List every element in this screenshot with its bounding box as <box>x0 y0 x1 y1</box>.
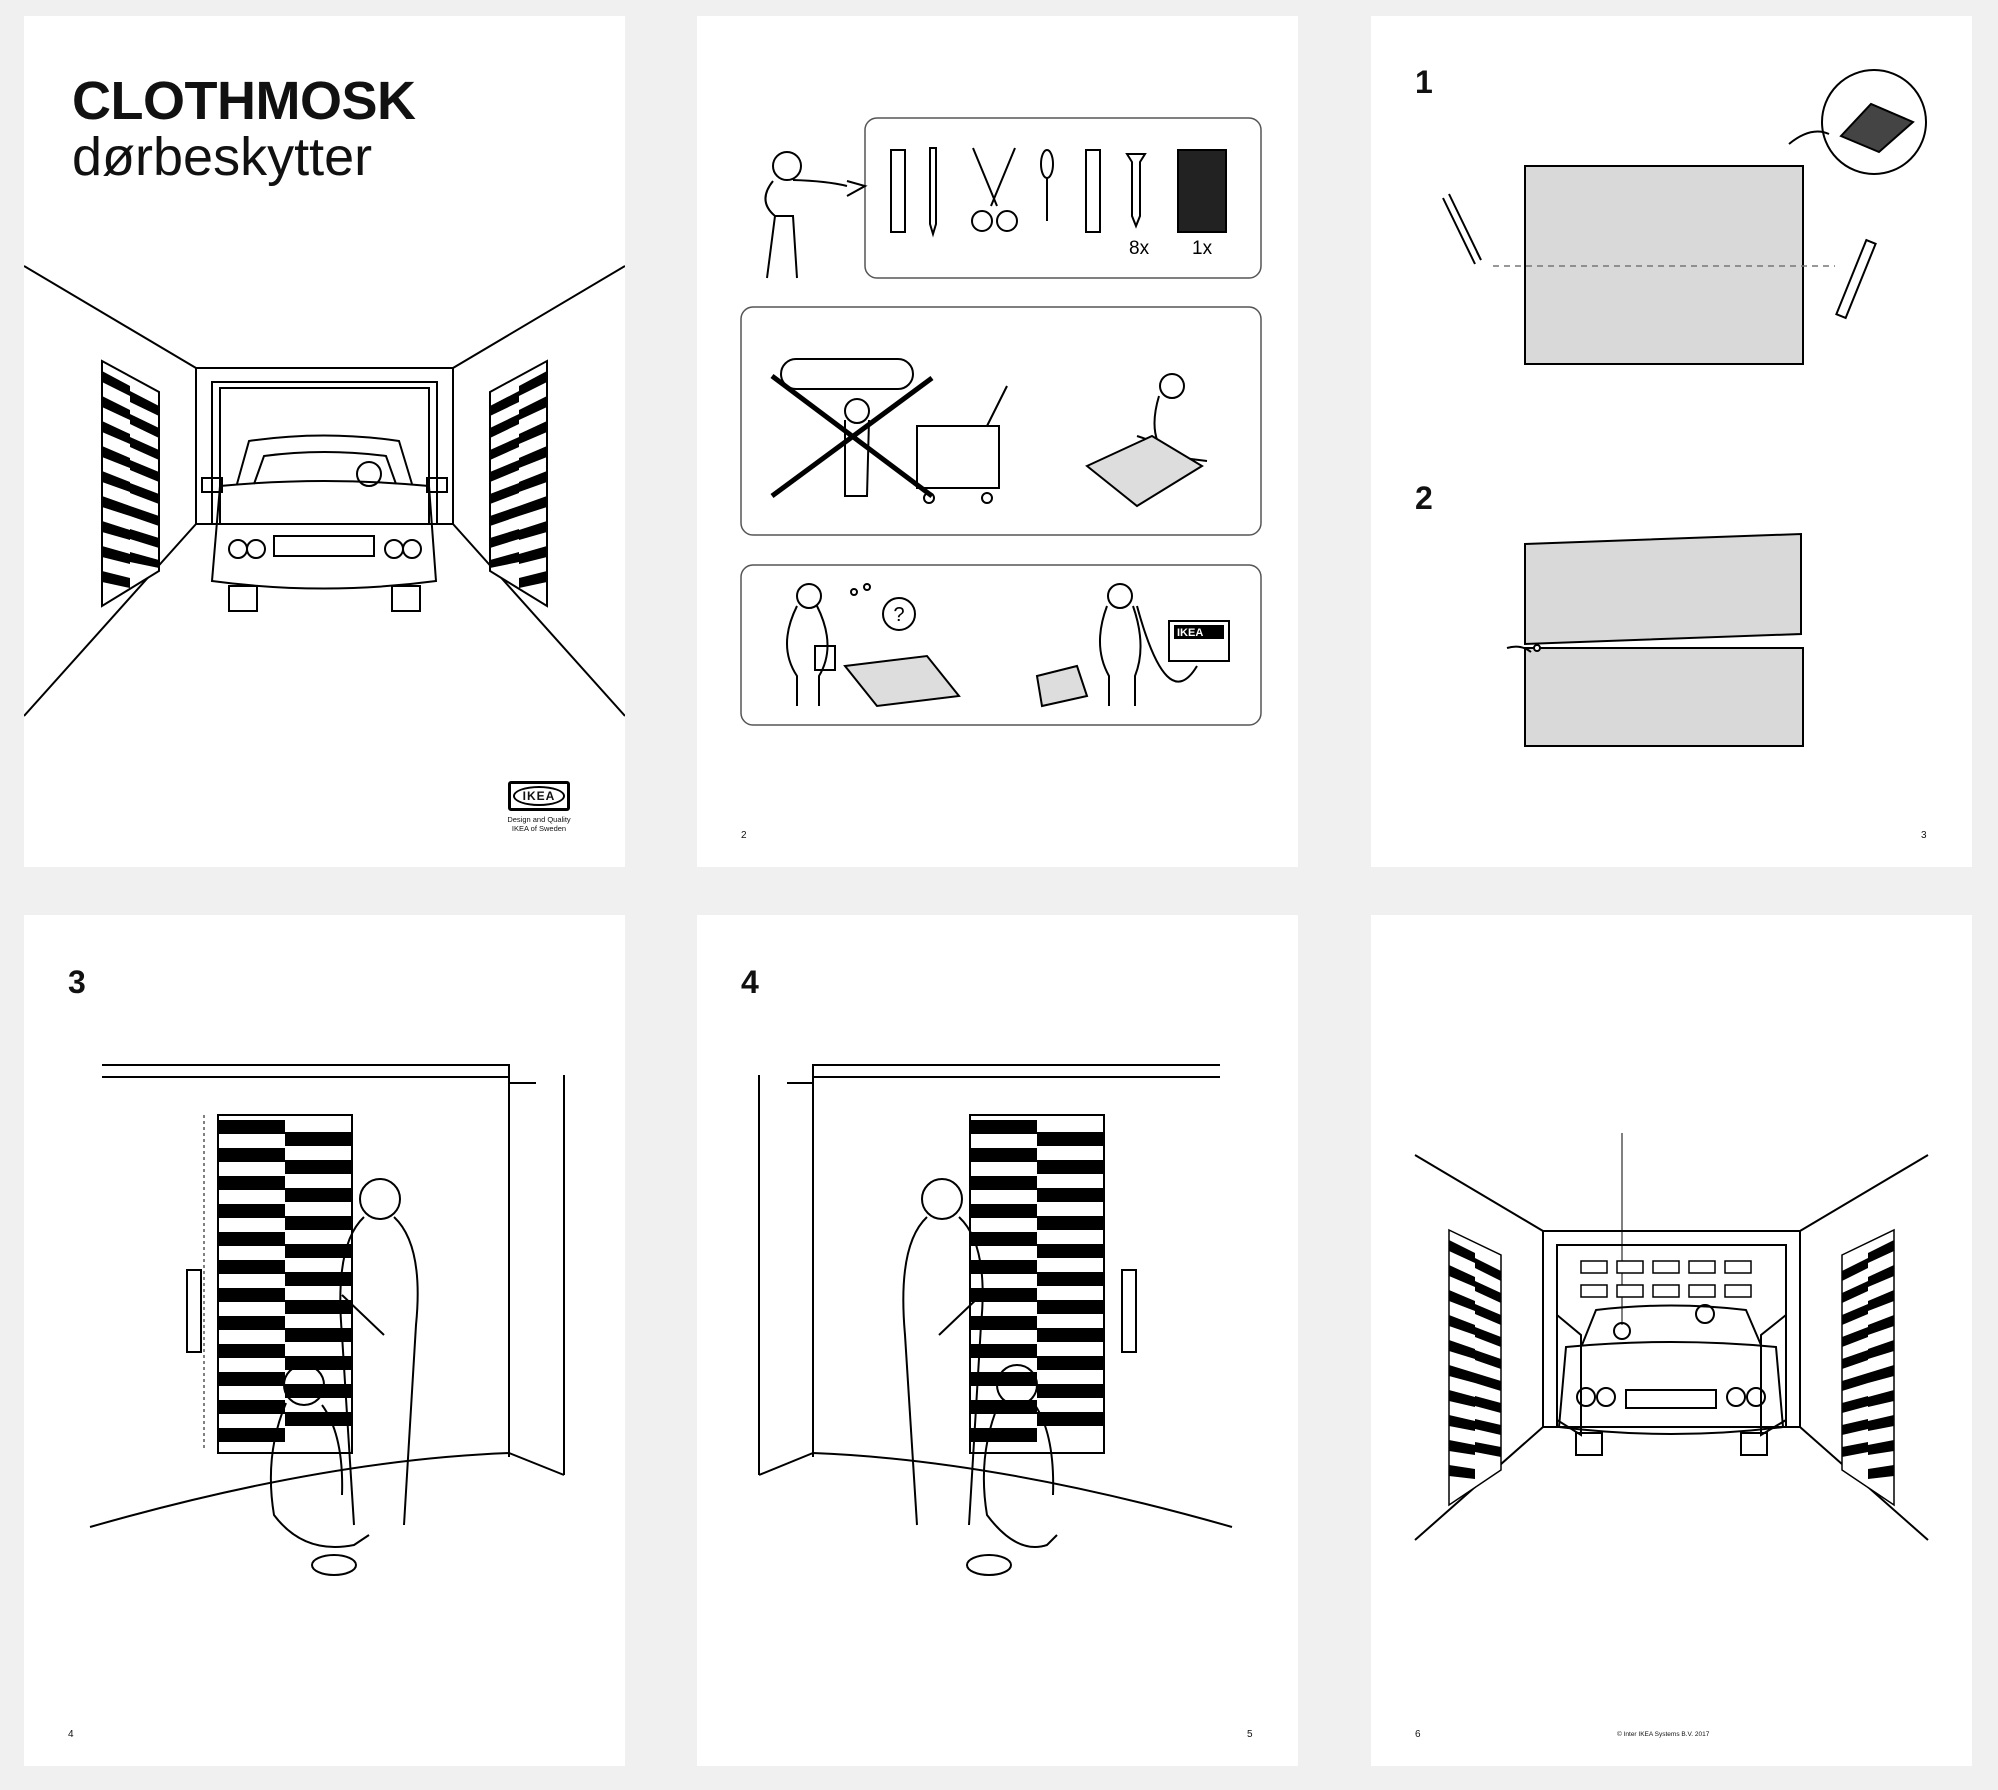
logo-tagline: Design and Quality IKEA of Sweden <box>494 815 584 834</box>
logo-mark: IKEA <box>507 781 571 811</box>
install-right-illustration <box>758 1064 1233 1576</box>
final-page: 6 © Inter IKEA Systems B.V. 2017 <box>1371 915 1972 1766</box>
step-4-label: 4 <box>741 964 759 1000</box>
cover-garage-illustration <box>24 265 625 717</box>
install-left-page: 3 4 <box>24 915 625 1766</box>
step-1-label: 1 <box>1415 64 1433 100</box>
page-number: 6 <box>1415 1729 1421 1740</box>
care-panel <box>740 306 1262 536</box>
product-subtitle: dørbeskytter <box>72 127 373 187</box>
logo-tagline-line-2: IKEA of Sweden <box>511 824 567 834</box>
page-number: 5 <box>1247 1729 1253 1740</box>
cover-page: CLOTHMOSK dørbeskytter IKEA Design and Q… <box>24 16 625 867</box>
cutting-illustrations <box>1442 69 1927 747</box>
rug-quantity: 1x <box>1192 238 1213 259</box>
install-right-page: 4 5 <box>697 915 1298 1766</box>
logo-wordmark: IKEA <box>512 786 566 806</box>
copyright-notice: © Inter IKEA Systems B.V. 2017 <box>1617 1731 1710 1738</box>
install-left-illustration <box>89 1064 565 1576</box>
screw-quantity: 8x <box>1129 238 1150 259</box>
step-3-label: 3 <box>68 964 86 1000</box>
final-garage-illustration <box>1414 1133 1929 1541</box>
tools-page: IKEA ? 8x 1x 2 <box>697 16 1298 867</box>
page-number: 2 <box>741 830 747 841</box>
store-sign-text: IKEA <box>1177 627 1203 639</box>
brand-logo: IKEA Design and Quality IKEA of Sweden <box>494 781 584 834</box>
page-number: 4 <box>68 1729 74 1740</box>
tools-panel <box>864 117 1262 279</box>
steps-page: 1 2 3 <box>1371 16 1972 867</box>
help-panel <box>740 564 1262 726</box>
product-title: CLOTHMOSK <box>72 71 416 131</box>
step-2-label: 2 <box>1415 480 1433 516</box>
page-number: 3 <box>1921 830 1927 841</box>
tools-illustrations: IKEA ? 8x 1x <box>740 117 1262 726</box>
logo-tagline-line-1: Design and Quality <box>507 815 571 824</box>
question-mark: ? <box>893 604 904 626</box>
